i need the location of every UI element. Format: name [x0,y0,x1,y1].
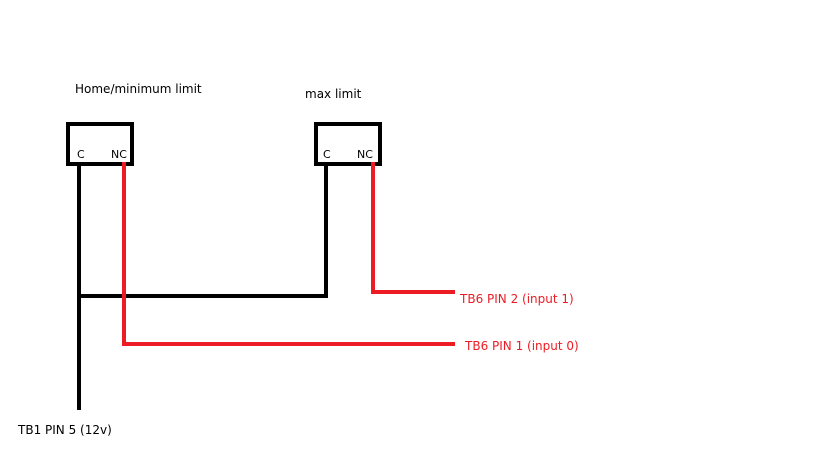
max-limit-label: max limit [305,87,362,101]
max-limit-c-pin: C [323,148,331,161]
max-limit-nc-wire [371,162,455,294]
home-limit-nc-pin: NC [111,148,127,161]
home-limit-c-pin: C [77,148,85,161]
home-limit-switch-box [66,122,134,166]
max-limit-switch-box [314,122,382,166]
tb1-pin5-label: TB1 PIN 5 (12v) [17,423,112,437]
tb6-pin2-label: TB6 PIN 2 (input 1) [459,292,574,306]
home-limit-nc-wire [122,162,455,346]
tb6-pin1-label: TB6 PIN 1 (input 0) [464,339,579,353]
max-limit-nc-pin: NC [357,148,373,161]
home-limit-label: Home/minimum limit [75,82,202,96]
